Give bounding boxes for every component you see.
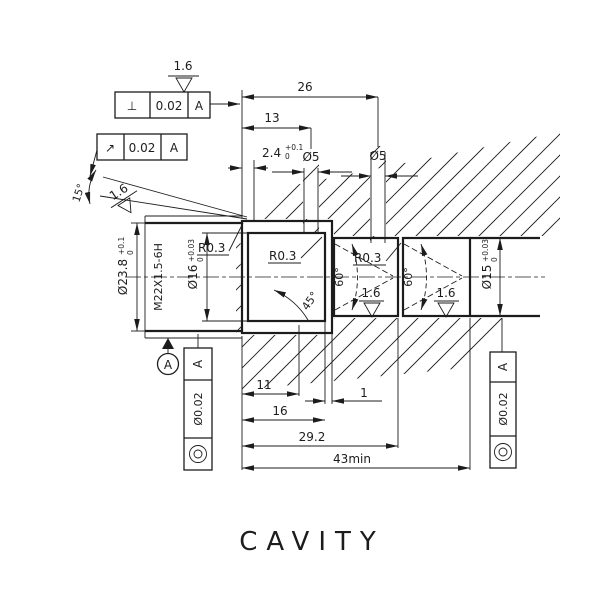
coaxiality-frame-left: A Ø0.02	[183, 334, 213, 471]
datum-triangle-icon	[162, 338, 174, 349]
svg-text:M22X1.5-6H: M22X1.5-6H	[152, 243, 165, 311]
surface-finish-chamber-a: 1.6	[359, 286, 384, 318]
svg-text:1.6: 1.6	[173, 59, 192, 73]
chamber-b	[401, 236, 472, 318]
hatch-line	[244, 132, 560, 390]
hatch-line	[236, 132, 480, 390]
surface-finish-chamber-b: 1.6	[434, 286, 459, 318]
bore-16	[246, 231, 327, 323]
radius-a: R0.3	[198, 241, 225, 255]
surface-finish-taper: 1.6	[107, 181, 138, 214]
svg-text:A: A	[191, 359, 205, 368]
svg-text:+0.1: +0.1	[285, 143, 303, 152]
svg-text:Ø0.02: Ø0.02	[192, 392, 205, 425]
bottom-dimensions: 11 1 16 29.2 43min	[241, 318, 471, 471]
svg-text:15°: 15°	[71, 182, 88, 203]
svg-text:0: 0	[196, 257, 205, 262]
radius-c: R0.3	[354, 251, 381, 265]
datum-circle	[156, 352, 180, 376]
angle-60-a-arc	[351, 243, 359, 311]
dim-hole-a: Ø5	[302, 150, 319, 164]
perpendicularity-icon: ⊥	[127, 99, 137, 113]
svg-text:Ø16: Ø16	[186, 265, 200, 290]
dim-2-4: 2.4	[262, 146, 281, 160]
roughness-triangle-icon	[437, 302, 455, 318]
dim-43: 43min	[333, 452, 371, 466]
roughness-triangle-icon	[363, 302, 381, 318]
hatch-line	[236, 132, 438, 390]
radius-b: R0.3	[269, 249, 296, 263]
runout-icon: ↗	[105, 141, 115, 155]
svg-text:60°: 60°	[402, 267, 415, 287]
svg-text:0: 0	[285, 152, 290, 161]
top-dimensions: 26 13 2.4 +0.1 0 Ø5 Ø5	[228, 80, 418, 221]
hatch-line	[236, 132, 396, 390]
svg-text:0: 0	[490, 257, 499, 262]
dim-23-8: Ø23.8 +0.1 0	[116, 237, 135, 296]
dim-11: 11	[256, 378, 271, 392]
svg-text:45°: 45°	[299, 289, 321, 312]
runout-leader	[89, 149, 98, 177]
drawing-title: CAVITY	[239, 527, 385, 557]
dim-29-2: 29.2	[299, 430, 326, 444]
chamber-a	[332, 236, 400, 318]
angle-60-a-label: 60°	[333, 267, 346, 287]
surface-finish-top: 1.6	[168, 59, 199, 93]
svg-text:A: A	[164, 358, 173, 372]
svg-text:Ø23.8: Ø23.8	[116, 259, 130, 295]
section-hatching	[236, 132, 560, 390]
svg-text:+0.03: +0.03	[187, 239, 196, 262]
svg-text:A: A	[170, 141, 179, 155]
taper-lines	[99, 176, 248, 220]
chamber-outline	[332, 236, 540, 318]
angle-15-label: 15°	[71, 182, 88, 203]
dim-13: 13	[264, 111, 279, 125]
svg-text:+0.03: +0.03	[481, 239, 490, 262]
concentricity-icon	[189, 445, 207, 463]
dim-16: 16	[272, 404, 287, 418]
insert-outer	[240, 219, 334, 335]
angle-45-arc	[273, 289, 309, 321]
thread-callout: M22X1.5-6H	[152, 243, 165, 311]
hatch-line	[349, 132, 560, 390]
dim-26: 26	[297, 80, 312, 94]
svg-text:1.6: 1.6	[361, 286, 380, 300]
hatch-line	[265, 132, 560, 390]
svg-text:+0.1: +0.1	[117, 237, 126, 255]
hole-a-lines	[303, 168, 319, 233]
svg-text:0: 0	[126, 250, 135, 255]
left-dimensions: Ø23.8 +0.1 0 M22X1.5-6H Ø16 +0.03 0	[116, 222, 247, 332]
radius-callouts: R0.3 R0.3 R0.3	[197, 222, 402, 266]
svg-text:0.02: 0.02	[129, 141, 156, 155]
cone-lines	[334, 243, 463, 311]
svg-text:Ø15: Ø15	[480, 265, 494, 290]
hatch-line	[236, 132, 375, 390]
svg-text:0.02: 0.02	[156, 99, 183, 113]
roughness-triangle-icon	[175, 77, 193, 93]
svg-text:A: A	[195, 99, 204, 113]
svg-text:A: A	[496, 362, 510, 371]
angle-60-b-label: 60°	[402, 267, 415, 287]
angle-45-label: 45°	[299, 289, 321, 312]
coaxiality-frame-right: A Ø0.02	[489, 318, 517, 469]
angle-60-b-arc	[420, 243, 428, 311]
insert-outline	[240, 219, 334, 335]
hole-b-lines	[370, 152, 386, 243]
roughness-triangle-icon	[117, 197, 132, 214]
svg-text:Ø0.02: Ø0.02	[497, 392, 510, 425]
datum-a: A	[156, 338, 180, 376]
svg-text:1.6: 1.6	[436, 286, 455, 300]
hatch-line	[236, 132, 522, 390]
dim-1: 1	[360, 386, 368, 400]
dim-hole-b: Ø5	[369, 149, 386, 163]
dim-bore-15: Ø15 +0.03 0	[480, 238, 503, 316]
dim-bore-16: Ø16 +0.03 0	[186, 239, 205, 290]
runout-frame: ↗ 0.02 A	[89, 133, 188, 177]
concentricity-icon	[494, 443, 512, 461]
perpendicularity-frame: ⊥ 0.02 A	[114, 91, 240, 119]
svg-text:60°: 60°	[333, 267, 346, 287]
